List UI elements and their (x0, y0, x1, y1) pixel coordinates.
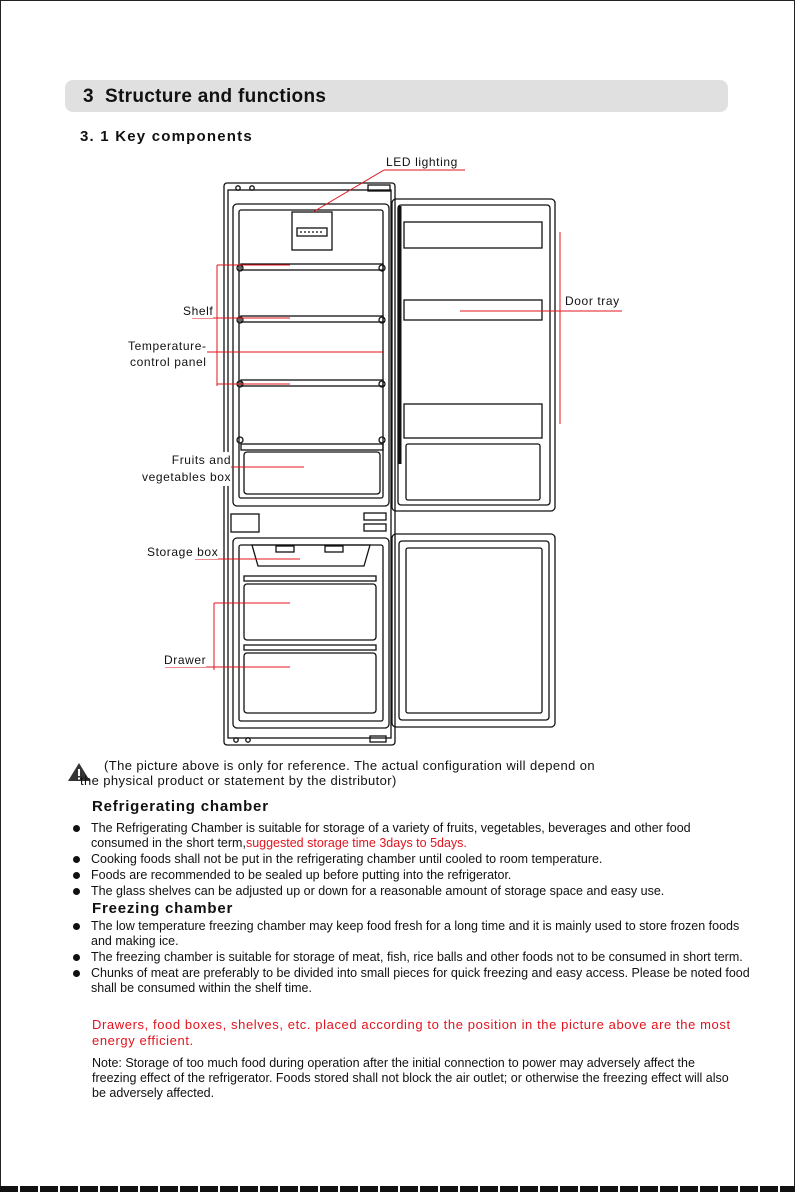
refrigerating-list: The Refrigerating Chamber is suitable fo… (60, 821, 750, 900)
freezing-list: The low temperature freezing chamber may… (60, 919, 750, 997)
callout-led-lighting: LED lighting (386, 155, 458, 169)
shelf-2 (240, 315, 384, 323)
list-item: The freezing chamber is suitable for sto… (60, 950, 750, 965)
door-tray-2 (403, 299, 543, 321)
callout-door-tray: Door tray (565, 294, 620, 308)
reference-note: (The picture above is only for reference… (80, 758, 680, 788)
led-panel (291, 211, 333, 251)
drawer-1 (243, 583, 377, 641)
energy-efficiency-note: Drawers, food boxes, shelves, etc. place… (92, 1017, 731, 1048)
bullet-dot (73, 825, 80, 832)
bullet-dot (73, 923, 80, 930)
list-item: Cooking foods shall not be put in the re… (60, 852, 750, 867)
section-header-bar: 3 Structure and functions (65, 80, 728, 112)
subsection-title: 3. 1 Key components (80, 128, 253, 145)
storage-time-highlight: suggested storage time 3days to 5days. (245, 836, 467, 850)
freezer-door (391, 533, 556, 728)
shelf-3 (240, 379, 384, 387)
storage-note: Note: Storage of too much food during op… (92, 1056, 729, 1100)
freezer-liner (232, 537, 390, 729)
door-tray-1 (403, 221, 543, 249)
list-item: Foods are recommended to be sealed up be… (60, 868, 750, 883)
fridge-door (391, 198, 556, 512)
callout-temperature-control: Temperature- control panel (128, 338, 207, 370)
list-item: The low temperature freezing chamber may… (60, 919, 750, 949)
list-item: The glass shelves can be adjusted up or … (60, 884, 750, 899)
door-bottom-bin (405, 443, 541, 501)
callout-shelf: Shelf (183, 304, 214, 318)
warning-icon (68, 763, 90, 781)
bullet-dot (73, 872, 80, 879)
list-item: The Refrigerating Chamber is suitable fo… (60, 821, 750, 851)
cabinet-outline (223, 182, 396, 746)
reference-note-line1: (The picture above is only for reference… (104, 758, 596, 773)
fridge-diagram (165, 169, 622, 746)
crisper-box (243, 451, 381, 495)
storage-box (251, 544, 371, 567)
freezing-heading: Freezing chamber (92, 900, 234, 917)
list-item: Chunks of meat are preferably to be divi… (60, 966, 750, 996)
callout-fruit-line1: Fruits and (171, 453, 232, 467)
bullet-dot (73, 856, 80, 863)
callout-drawer: Drawer (164, 653, 207, 667)
callout-fruit-line2: vegetables box (142, 470, 232, 484)
bottom-rule (0, 1186, 795, 1192)
callout-temp-line1: Temperature- (128, 339, 207, 353)
subsection-title-text: Key components (115, 128, 253, 145)
divider-label-plate (230, 513, 260, 533)
drawer-2 (243, 652, 377, 714)
bullet-dot (73, 888, 80, 895)
subsection-number: 3. 1 (80, 128, 110, 145)
door-tray-3 (403, 403, 543, 439)
bullet-dot (73, 954, 80, 961)
section-number: 3 (83, 86, 94, 107)
callout-storage-box: Storage box (147, 545, 219, 559)
refrigerating-heading: Refrigerating chamber (92, 798, 269, 815)
callout-temp-line2: control panel (130, 355, 207, 369)
crisper-cover (240, 443, 384, 451)
reference-note-line2: the physical product or statement by the… (80, 773, 397, 788)
section-title-text: Structure and functions (105, 86, 327, 107)
shelf-1 (240, 263, 384, 271)
bullet-dot (73, 970, 80, 977)
section-title: 3 Structure and functions (83, 86, 326, 108)
cabinet-inner-outline (227, 189, 392, 739)
callout-fruits-vegetables: Fruits and vegetables box (142, 452, 232, 486)
fridge-liner (232, 203, 390, 507)
